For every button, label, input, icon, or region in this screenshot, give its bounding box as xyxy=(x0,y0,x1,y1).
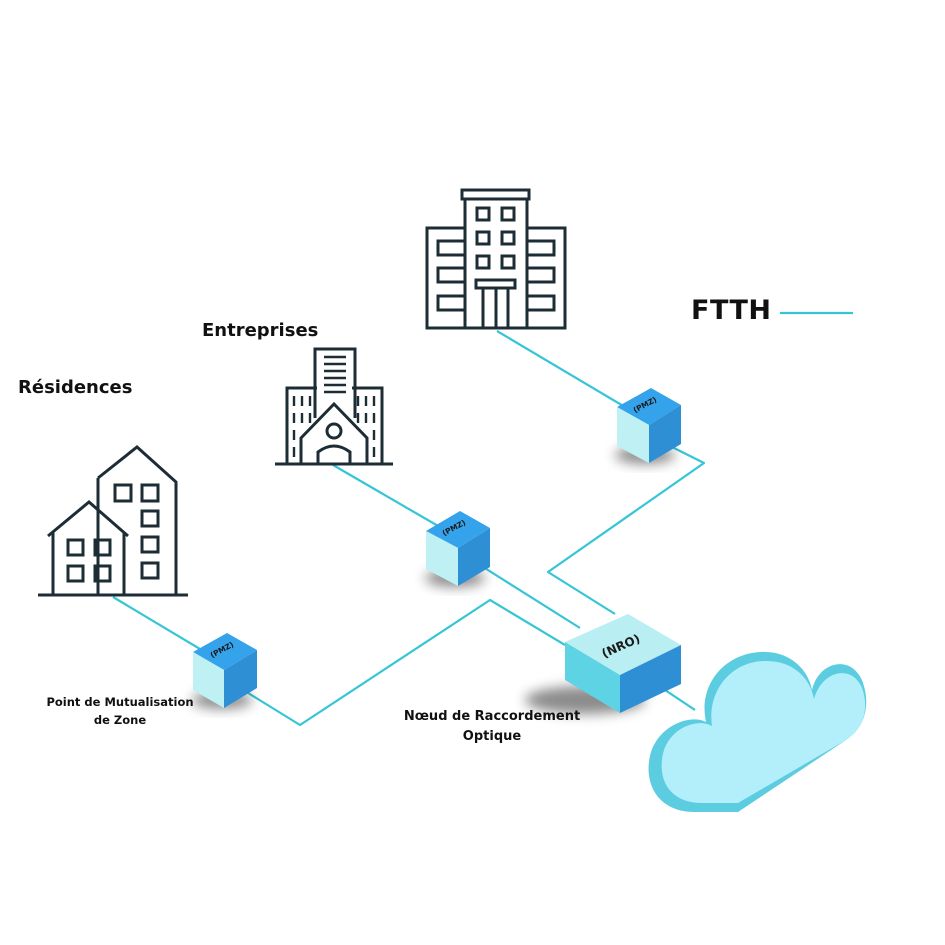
pmz-caption-line2: de Zone xyxy=(93,713,147,727)
nro-caption-line1: Nœud de Raccordement xyxy=(403,709,581,724)
pmz-cube-tower: (PMZ) xyxy=(615,388,681,464)
diagram-title: FTTH xyxy=(691,295,772,326)
office-building-icon xyxy=(275,347,393,466)
fiber-link-pmz2-nro xyxy=(479,564,581,629)
fiber-link-pmz1-nro xyxy=(239,598,566,727)
fiber-links xyxy=(112,311,853,727)
nro-caption-line2: Optique xyxy=(462,729,522,744)
cloud-icon xyxy=(648,651,867,812)
nro-caption: Nœud de Raccordement Optique xyxy=(392,707,592,747)
fiber-link-entreprises-pmz xyxy=(332,464,446,531)
fiber-link-pmz3-nro xyxy=(546,444,706,615)
pmz-caption-line1: Point de Mutualisation xyxy=(46,695,194,709)
pmz-cube-residences: (PMZ) xyxy=(192,633,257,709)
pmz-cube-entreprises: (PMZ) xyxy=(425,511,490,587)
fiber-link-residences-pmz xyxy=(112,596,211,656)
entreprises-label: Entreprises xyxy=(202,320,319,341)
tower-building-icon xyxy=(425,188,567,330)
houses-icon xyxy=(38,445,188,597)
nro-block: (NRO) xyxy=(525,614,681,714)
residences-label: Résidences xyxy=(18,377,133,398)
fiber-link-tower-pmz xyxy=(496,330,631,411)
pmz-caption: Point de Mutualisation de Zone xyxy=(40,693,200,729)
